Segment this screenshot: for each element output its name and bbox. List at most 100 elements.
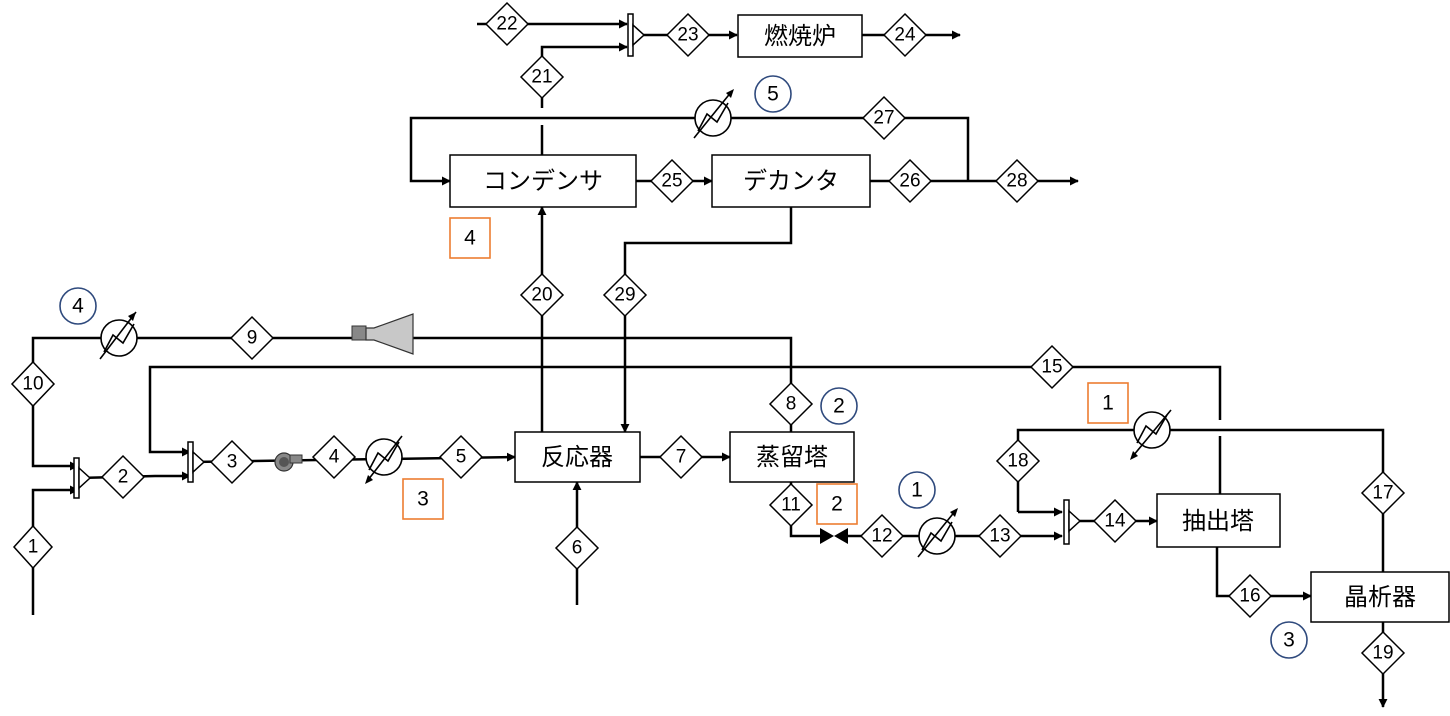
- stream-line-1: [31, 485, 79, 615]
- stream-11: 11: [768, 482, 814, 528]
- svg-text:4: 4: [329, 447, 340, 468]
- stream-14: 14: [1092, 498, 1138, 544]
- svg-text:13: 13: [989, 526, 1010, 547]
- svg-text:25: 25: [661, 171, 682, 192]
- stream-line-29: [620, 207, 793, 433]
- unit-distillation-label: 蒸留塔: [756, 443, 828, 471]
- stream-line-8: [413, 336, 793, 432]
- svg-text:21: 21: [531, 67, 552, 88]
- stream-16: 16: [1227, 573, 1273, 619]
- svg-text:1: 1: [28, 537, 39, 558]
- unit-crystallizer: 晶析器: [1310, 571, 1450, 623]
- unit-reactor: 反応器: [514, 431, 641, 483]
- unit-marker-1: 1: [1087, 382, 1129, 424]
- svg-text:22: 22: [496, 14, 517, 35]
- svg-text:11: 11: [781, 495, 801, 516]
- stream-20: 20: [519, 272, 565, 318]
- stream-27: 27: [861, 95, 907, 141]
- svg-text:10: 10: [22, 374, 43, 395]
- unit-extraction-label: 抽出塔: [1182, 507, 1254, 535]
- heat-marker-1: 1: [898, 471, 936, 509]
- stream-line-9: [31, 336, 413, 430]
- svg-text:8: 8: [786, 394, 797, 415]
- unit-decanter-label: デカンタ: [743, 167, 839, 195]
- heat-exchanger-icon-17: [1130, 409, 1172, 460]
- stream-15: 15: [1029, 344, 1075, 390]
- heat-exchanger-icon-9: [99, 311, 138, 360]
- svg-text:23: 23: [677, 25, 698, 46]
- svg-text:2: 2: [118, 467, 129, 488]
- stream-29: 29: [602, 272, 648, 318]
- svg-text:14: 14: [1104, 511, 1126, 532]
- stream-4: 4: [311, 434, 357, 480]
- svg-text:27: 27: [873, 108, 894, 129]
- stream-5: 5: [438, 434, 484, 480]
- stream-line-10: [31, 430, 79, 471]
- svg-text:4: 4: [464, 227, 476, 250]
- heat-exchanger-icon-27: [693, 89, 734, 139]
- stream-line-16: [1215, 547, 1312, 601]
- heat-exchanger-icon-4: [365, 435, 403, 484]
- stream-25: 25: [649, 158, 695, 204]
- svg-text:16: 16: [1239, 586, 1260, 607]
- unit-decanter: デカンタ: [711, 154, 871, 208]
- svg-text:29: 29: [614, 285, 635, 306]
- svg-text:4: 4: [72, 295, 84, 318]
- heat-marker-5: 5: [754, 75, 792, 113]
- svg-text:3: 3: [1283, 629, 1295, 652]
- mixer-d: [1063, 499, 1082, 545]
- heat-marker-2: 2: [820, 387, 858, 425]
- stream-19: 19: [1360, 630, 1406, 676]
- svg-text:19: 19: [1372, 643, 1393, 664]
- svg-text:5: 5: [456, 447, 467, 468]
- stream-2: 2: [100, 454, 146, 500]
- unit-burner: 燃焼炉: [737, 14, 863, 58]
- svg-text:1: 1: [1102, 392, 1114, 415]
- stream-3: 3: [209, 439, 255, 485]
- heat-markers: 1 2 3 4 5: [59, 75, 1308, 659]
- unit-burner-label: 燃焼炉: [764, 22, 836, 50]
- heat-exchanger-icon-12: [917, 508, 958, 558]
- unit-condenser-label: コンデンサ: [483, 167, 603, 195]
- stream-7: 7: [658, 434, 704, 480]
- svg-text:9: 9: [247, 328, 258, 349]
- svg-text:12: 12: [871, 526, 892, 547]
- stream-9: 9: [229, 315, 275, 361]
- stream-23: 23: [665, 12, 711, 58]
- unit-extraction: 抽出塔: [1156, 493, 1281, 548]
- unit-marker-2: 2: [816, 483, 858, 525]
- svg-text:17: 17: [1372, 483, 1393, 504]
- stream-line-15: [148, 365, 1222, 457]
- unit-reactor-label: 反応器: [541, 443, 613, 471]
- svg-text:1: 1: [911, 479, 923, 502]
- valve-icon: [820, 528, 848, 544]
- stream-10: 10: [10, 360, 56, 408]
- stream-line-27: [409, 116, 970, 186]
- mixer-c: [627, 13, 646, 57]
- stream-24: 24: [882, 12, 928, 58]
- compressor-icon: [351, 313, 414, 355]
- svg-text:5: 5: [767, 83, 779, 106]
- mixer-a: [73, 457, 92, 499]
- unit-markers: 1 2 3 4: [402, 217, 1129, 525]
- stream-18: 18: [995, 438, 1041, 484]
- svg-text:24: 24: [894, 25, 916, 46]
- stream-6: 6: [554, 525, 600, 571]
- heat-marker-3: 3: [1270, 621, 1308, 659]
- stream-26: 26: [887, 158, 933, 204]
- unit-marker-3: 3: [402, 478, 444, 520]
- svg-text:18: 18: [1007, 451, 1028, 472]
- svg-text:2: 2: [833, 395, 845, 418]
- unit-condenser: コンデンサ: [449, 154, 637, 208]
- stream-labels: 1 2 3 4 5 6 7 8 9 10 11 12 13 14 15 16 1…: [10, 1, 1406, 676]
- stream-22: 22: [484, 1, 530, 47]
- stream-8: 8: [768, 381, 814, 427]
- stream-12: 12: [859, 513, 905, 559]
- svg-text:7: 7: [676, 447, 687, 468]
- svg-text:6: 6: [572, 538, 583, 559]
- heat-marker-4: 4: [59, 287, 97, 325]
- unit-marker-4: 4: [449, 217, 491, 259]
- svg-text:3: 3: [227, 452, 238, 473]
- mixer-b: [187, 441, 206, 483]
